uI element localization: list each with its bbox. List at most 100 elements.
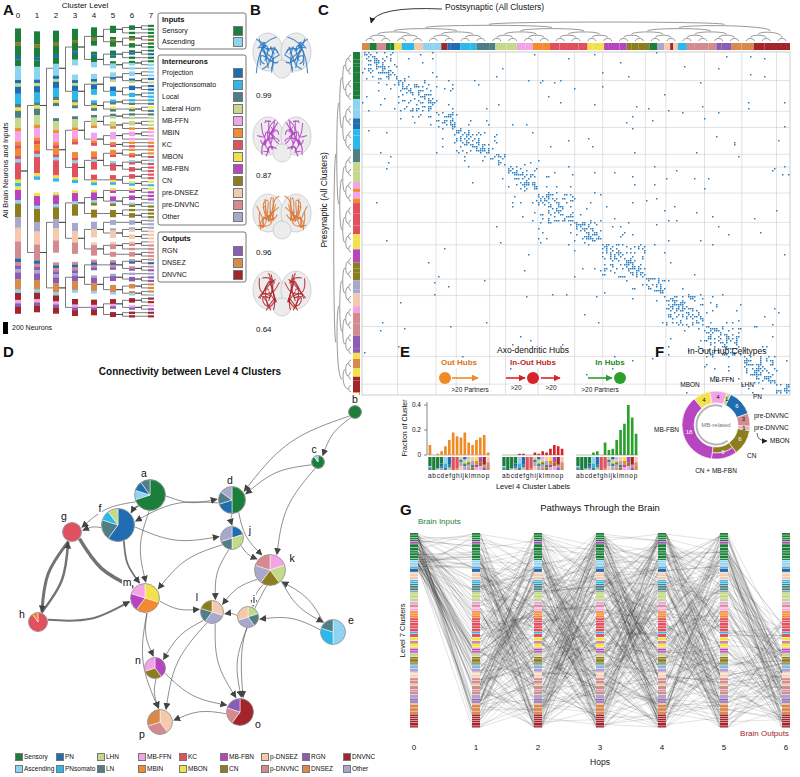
cluster-segment <box>720 632 728 634</box>
cluster-segment <box>534 708 542 711</box>
bar <box>475 440 478 455</box>
cluster-bar <box>148 223 154 225</box>
cluster-bar <box>72 204 78 215</box>
composition-block <box>596 465 599 468</box>
cluster-strip <box>353 52 360 60</box>
pie-shape <box>226 698 254 726</box>
cluster-pie: f <box>101 508 135 542</box>
tree-branch <box>78 277 91 284</box>
composition-block <box>596 467 599 468</box>
cluster-segment <box>658 691 666 694</box>
cluster-segment <box>658 535 666 537</box>
cluster-segment <box>720 634 728 637</box>
brain-render <box>253 117 311 162</box>
bar <box>432 455 435 456</box>
cluster-segment <box>534 686 542 689</box>
cluster-strip <box>353 289 360 293</box>
composition-block <box>471 461 474 465</box>
cluster-segment <box>534 590 542 592</box>
bar <box>545 453 548 456</box>
dendrogram-arc <box>349 335 351 341</box>
dendrogram-arc <box>346 84 348 97</box>
bar <box>615 440 618 455</box>
tree-branch <box>135 139 148 140</box>
tree-branch <box>116 88 129 92</box>
cluster-segment <box>596 563 604 565</box>
cluster-segment <box>596 637 604 640</box>
cluster-segment <box>782 574 790 576</box>
cluster-segment <box>472 613 480 615</box>
cluster-bar <box>15 200 21 204</box>
cluster-segment <box>534 577 542 580</box>
cluster-segment <box>472 592 480 594</box>
cluster-segment <box>596 669 604 672</box>
dendrogram-arc <box>521 29 584 31</box>
pie-slice <box>232 487 246 514</box>
tick-label: 3 <box>598 743 602 752</box>
cluster-bar <box>34 196 40 206</box>
cluster-segment <box>534 618 542 620</box>
cluster-bar <box>72 105 78 108</box>
cluster-bar <box>110 121 116 126</box>
composition-block <box>541 460 544 463</box>
tree-branch <box>97 304 110 308</box>
cluster-segment <box>658 647 666 648</box>
cluster-segment <box>410 588 418 590</box>
hub-label: >20 Partners <box>450 386 489 393</box>
cluster-strip <box>722 43 732 50</box>
cluster-bar <box>110 72 116 77</box>
cluster-bar <box>148 177 154 179</box>
connection-arrow <box>166 496 217 503</box>
cluster-segment <box>534 657 542 659</box>
cluster-bar <box>91 156 97 159</box>
tick-label: 6 <box>784 743 788 752</box>
cluster-segment <box>472 702 480 704</box>
cluster-letter: e <box>347 614 355 626</box>
celltype-label: pre-DNVNC <box>754 424 789 431</box>
cluster-bar <box>129 155 135 157</box>
cluster-bar <box>148 184 154 186</box>
cluster-bar <box>15 279 21 290</box>
tick-label: 1 <box>35 11 39 20</box>
tick-label: 0.2 <box>412 426 421 433</box>
tree-branch <box>21 105 34 171</box>
composition-block <box>557 465 560 468</box>
cluster-segment <box>596 672 604 674</box>
cluster-segment <box>658 605 666 607</box>
composition-block <box>533 457 536 460</box>
cluster-bar <box>15 46 21 57</box>
cluster-segment <box>658 634 666 637</box>
cluster-bar <box>129 149 135 151</box>
neuron-trace <box>265 121 271 123</box>
tree-branch <box>97 284 110 289</box>
cluster-bar <box>72 270 78 273</box>
tree-branch <box>135 316 148 317</box>
cluster-segment <box>596 723 604 726</box>
cluster-segment <box>720 560 728 562</box>
legend-swatch <box>234 27 242 35</box>
bar <box>522 454 525 455</box>
cluster-bar <box>34 244 40 260</box>
legend-frame <box>158 55 246 225</box>
tree-branch <box>135 244 148 246</box>
cluster-strip <box>506 43 516 50</box>
tree-branch <box>116 102 129 104</box>
cluster-bar <box>53 97 59 100</box>
composition-block <box>526 457 529 470</box>
cluster-segment <box>472 618 480 620</box>
cluster-bar <box>129 273 135 275</box>
cluster-segment <box>534 615 542 617</box>
cluster-bar <box>72 281 78 290</box>
composition-block <box>592 464 595 468</box>
pointer-arrow <box>757 433 767 441</box>
cluster-bar <box>129 132 135 137</box>
composition-block <box>619 465 622 468</box>
cluster-bar <box>91 38 97 41</box>
hub-label: >20 Partners <box>580 386 619 393</box>
cluster-segment <box>534 672 542 674</box>
tree-branch <box>135 38 148 40</box>
cluster-segment <box>472 641 480 644</box>
cluster-segment <box>472 634 480 637</box>
connection-arrow <box>42 541 69 611</box>
cluster-segment <box>658 580 666 582</box>
